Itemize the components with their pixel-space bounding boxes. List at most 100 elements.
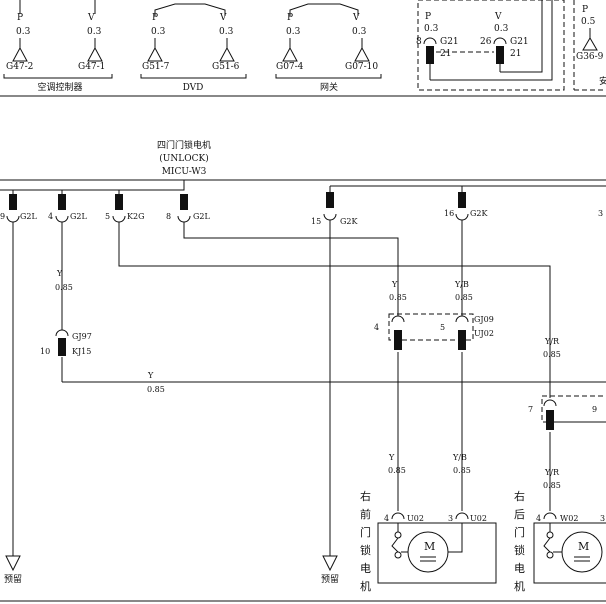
ac-controller-label: 空调控制器 — [37, 81, 82, 93]
dvd-left-color: P — [152, 13, 158, 23]
ground-triangle-icon — [12, 46, 28, 62]
gw-left-size: 0.3 — [286, 27, 301, 37]
motor-label-char: 前 — [360, 507, 371, 521]
far-right-label: 安 — [599, 75, 606, 87]
connector-gj09: 4 5 GJ09 UJ02 — [374, 313, 494, 350]
connector-7: 7 9 — [528, 395, 606, 430]
motor-label-char: 右 — [360, 489, 371, 503]
motor-conn: W02 — [560, 514, 578, 523]
ground-triangle-icon — [282, 46, 298, 62]
motor-pin: 4 — [536, 514, 541, 523]
connector-gj09-label: GJ09 — [474, 315, 494, 324]
pin-conn: G2L — [70, 212, 87, 221]
ground-triangle-icon — [87, 46, 103, 62]
wire-color: Y/R — [544, 337, 560, 346]
gw-right-color: V — [352, 13, 360, 23]
motor-label-vertical: 右 前 门 锁 电 机 — [360, 489, 371, 593]
wire-size: 0.85 — [543, 350, 561, 359]
connector-pin: 5 — [440, 323, 445, 332]
dvd-right-size: 0.3 — [219, 27, 234, 37]
motor-conn: U02 — [470, 514, 487, 523]
gateway-group: P 0.3 V 0.3 G07-4 G07-10 网关 — [275, 3, 382, 93]
pin-number: 8 — [166, 212, 171, 221]
g21-right-conn: G21 — [510, 37, 529, 47]
motor-label-char: 右 — [514, 489, 525, 503]
pin-9-g2l: 9 G2L — [0, 190, 37, 223]
g21-left-color: P — [425, 12, 431, 22]
micu-header: 四门门锁电机 (UNLOCK) MICU-W3 — [157, 139, 211, 177]
dvd-group: P 0.3 V 0.3 G51-7 G51-6 DVD — [140, 3, 247, 93]
motor-pin: 4 — [384, 514, 389, 523]
connector-pin: 7 — [528, 405, 533, 414]
wire-size: 0.85 — [55, 283, 73, 292]
wire-size: 0.85 — [543, 481, 561, 490]
inline-connectors: GJ97 KJ15 10 4 5 GJ09 UJ02 7 9 — [40, 313, 606, 430]
g21-dashed-group: P 0.3 V 0.3 8 G21 26 G21 21 21 — [416, 0, 565, 91]
ac-controller-group: P 0.3 V 0.3 G47-2 G47-1 空调控制器 — [3, 0, 113, 93]
module-pins: 9 G2L 4 G2L 5 K2G 8 G2L — [0, 186, 603, 226]
motor-label-char: 锁 — [360, 543, 371, 557]
ground-triangle-icon — [582, 37, 598, 51]
pin-number: 4 — [48, 212, 53, 221]
ac-right-conn: G47-1 — [78, 62, 105, 72]
connector-pin: 9 — [592, 405, 597, 414]
connector-pin: 10 — [40, 347, 50, 356]
reserve-arrow-icon — [5, 555, 21, 572]
wire-color: Y — [391, 280, 398, 289]
connector-kj15-label: KJ15 — [72, 347, 91, 356]
pin-5-k2g: 5 K2G — [105, 190, 144, 223]
pin-number: 15 — [311, 217, 321, 226]
pin-conn: G2K — [470, 209, 488, 218]
gw-left-conn: G07-4 — [276, 62, 304, 72]
dvd-label: DVD — [183, 83, 204, 93]
ac-left-size: 0.3 — [16, 27, 31, 37]
wire-color: Y — [56, 269, 63, 278]
g21-right-color: V — [494, 12, 502, 22]
reserve-symbols: 预留 预留 — [4, 555, 339, 585]
g21-right-sub: 21 — [510, 49, 521, 59]
gw-right-size: 0.3 — [352, 27, 367, 37]
connector-block — [426, 46, 434, 64]
motor-pin: 3 — [448, 514, 453, 523]
pin-4-g2l: 4 G2L — [48, 190, 87, 223]
reserve-arrow-icon — [322, 555, 338, 572]
wire-size: 0.85 — [455, 293, 473, 302]
motor-box — [533, 522, 606, 584]
gw-left-color: P — [287, 13, 293, 23]
motor-label-char: 电 — [514, 562, 525, 575]
wire-color: Y — [388, 453, 395, 462]
top-strip: P 0.3 V 0.3 G47-2 G47-1 空调控制器 P 0.3 V 0.… — [0, 0, 606, 97]
motor-symbol: M — [424, 540, 435, 553]
pin-conn: G2K — [340, 217, 358, 226]
motor-label-char: 锁 — [514, 543, 525, 557]
wire-color: Y/B — [452, 453, 467, 462]
dvd-left-size: 0.3 — [151, 27, 166, 37]
micu-id: MICU-W3 — [162, 167, 207, 177]
ac-left-conn: G47-2 — [6, 62, 33, 72]
pin-15-g2k: 15 G2K — [311, 186, 358, 226]
motor-symbol: M — [578, 540, 589, 553]
ac-left-color: P — [17, 13, 23, 23]
motor-conn: U02 — [407, 514, 424, 523]
pin-conn: G2L — [193, 212, 210, 221]
wire-size: 0.85 — [389, 293, 407, 302]
wire-color: Y — [147, 371, 154, 380]
g21-left-pin: 8 — [416, 37, 422, 47]
g21-left-sub: 21 — [440, 49, 451, 59]
connector-gj97: GJ97 KJ15 10 — [40, 329, 92, 356]
ac-right-size: 0.3 — [87, 27, 102, 37]
pin-number-3: 3 — [598, 209, 603, 218]
ground-triangle-icon — [219, 46, 235, 62]
motor-box — [377, 522, 497, 584]
reserve-label: 预留 — [4, 573, 22, 585]
motor-label-char: 门 — [514, 525, 525, 539]
pin-conn: K2G — [127, 212, 144, 221]
far-right-size: 0.5 — [581, 17, 596, 27]
g21-right-size: 0.3 — [494, 24, 509, 34]
ground-triangle-icon — [147, 46, 163, 62]
pin-number: 9 — [0, 212, 5, 221]
rear-right-door-motor: 右 后 门 锁 电 机 4 W02 3 M — [514, 489, 606, 593]
gw-right-conn: G07-10 — [345, 62, 378, 72]
ac-right-color: V — [87, 13, 95, 23]
